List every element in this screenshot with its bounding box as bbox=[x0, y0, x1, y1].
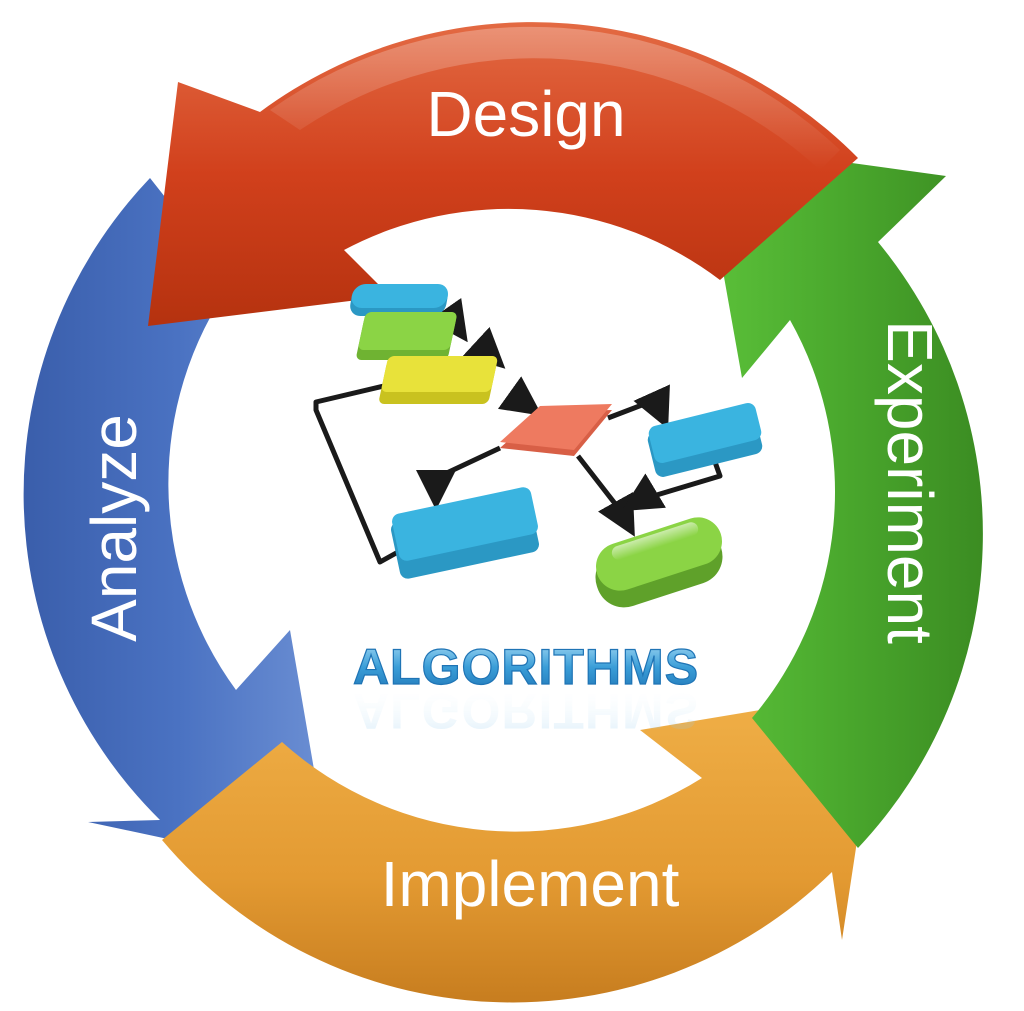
implement-arrow bbox=[162, 690, 880, 1003]
design-arrow bbox=[148, 22, 858, 327]
center-title-reflection: ALGORITHMS bbox=[353, 683, 699, 739]
connector-6 bbox=[576, 454, 635, 537]
design-arrow-highlight bbox=[270, 26, 840, 170]
flow-process-block-cyan-right bbox=[647, 402, 763, 477]
connector-4 bbox=[416, 445, 502, 510]
connector-loop bbox=[313, 365, 461, 565]
flow-process-block-yellow bbox=[379, 356, 498, 404]
center-title-group: ALGORITHMS ALGORITHMS bbox=[352, 638, 699, 739]
flow-start-block bbox=[350, 284, 448, 316]
center-title: ALGORITHMS bbox=[353, 639, 699, 695]
analyze-arrow bbox=[23, 178, 332, 874]
flow-decision-diamond bbox=[500, 404, 612, 456]
connector-3 bbox=[497, 376, 543, 416]
analyze-arrow-body bbox=[23, 178, 332, 874]
flow-process-block-green bbox=[356, 312, 457, 360]
stage-label-implement: Implement bbox=[381, 848, 680, 920]
stage-label-analyze: Analyze bbox=[78, 414, 150, 642]
stage-label-experiment: Experiment bbox=[874, 320, 946, 644]
experiment-arrow-body bbox=[700, 142, 983, 848]
flowchart-connectors bbox=[313, 297, 723, 565]
stage-label-design: Design bbox=[426, 78, 625, 150]
implement-arrow-body bbox=[162, 690, 880, 1003]
connector-1 bbox=[428, 297, 468, 343]
flow-process-block-cyan-left bbox=[391, 487, 539, 579]
connector-7 bbox=[621, 461, 723, 512]
flowchart-illustration bbox=[313, 284, 763, 608]
experiment-arrow bbox=[700, 142, 983, 848]
flow-end-block bbox=[595, 517, 723, 608]
connector-5 bbox=[607, 384, 670, 430]
